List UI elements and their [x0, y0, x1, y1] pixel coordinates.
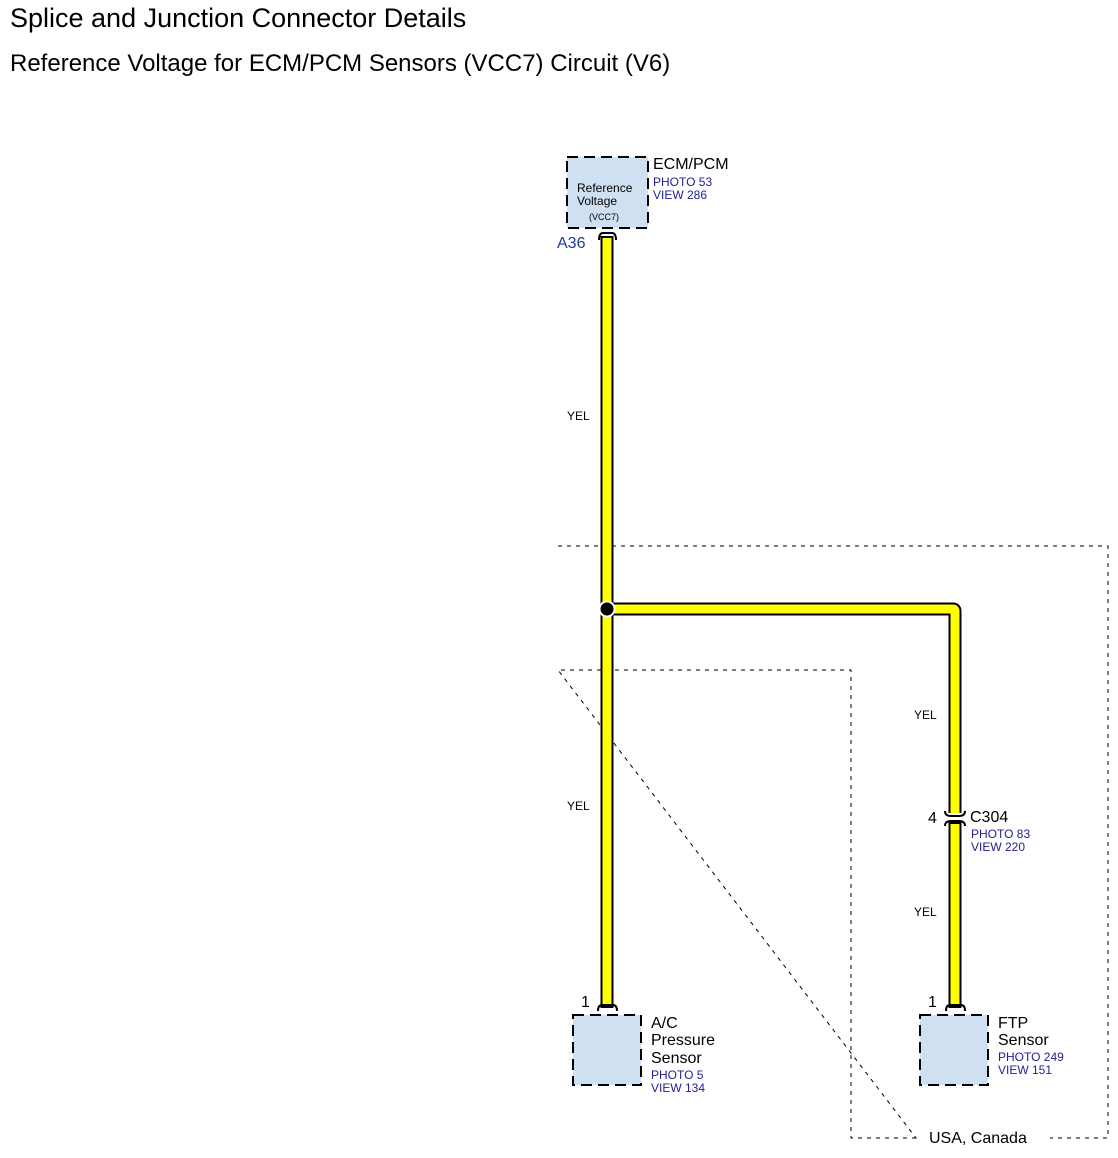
- ftp-sensor-photo-ref[interactable]: PHOTO 249: [998, 1050, 1064, 1064]
- ac-sensor-name-line1: A/C: [651, 1015, 678, 1032]
- ac-sensor-name-line3: Sensor: [651, 1050, 702, 1067]
- ac-sensor-component-box[interactable]: [572, 1014, 642, 1086]
- wire-splice-to-c304-fill: [607, 604, 960, 813]
- c304-name: C304: [970, 809, 1008, 826]
- region-label: USA, Canada: [929, 1130, 1027, 1147]
- page-subtitle: Reference Voltage for ECM/PCM Sensors (V…: [10, 50, 671, 77]
- wire-splice-to-c304-outline[interactable]: [607, 602, 962, 813]
- wire-color-label-1: YEL: [567, 409, 590, 423]
- ftp-sensor-name-line1: FTP: [998, 1015, 1028, 1032]
- ecm-box-label-voltage: Voltage: [577, 194, 617, 208]
- c304-photo-ref[interactable]: PHOTO 83: [971, 827, 1030, 841]
- c304-connector-top[interactable]: [944, 810, 966, 817]
- ftp-sensor-pin-label: 1: [928, 994, 937, 1011]
- wire-ecm-to-ac-sensor[interactable]: [600, 236, 614, 1008]
- ftp-sensor-view-ref[interactable]: VIEW 151: [998, 1063, 1052, 1077]
- ftp-sensor-component-box[interactable]: [919, 1014, 989, 1086]
- c304-view-ref[interactable]: VIEW 220: [971, 840, 1025, 854]
- ecm-component-box[interactable]: [566, 156, 649, 229]
- ecm-box-label-vcc7: (VCC7): [589, 212, 619, 222]
- ftp-sensor-terminal: [945, 1004, 966, 1012]
- ecm-pin-label: A36: [557, 235, 586, 252]
- ftp-sensor-name-line2: Sensor: [998, 1032, 1049, 1049]
- c304-pin-label: 4: [928, 810, 937, 827]
- c304-connector-bottom[interactable]: [944, 820, 966, 827]
- ecm-box-label-reference: Reference: [577, 181, 633, 195]
- ecm-view-ref[interactable]: VIEW 286: [653, 188, 707, 202]
- ac-sensor-terminal: [597, 1004, 618, 1012]
- wire-color-label-3: YEL: [914, 708, 937, 722]
- ecm-name: ECM/PCM: [653, 156, 729, 173]
- wire-color-label-2: YEL: [567, 799, 590, 813]
- ac-sensor-view-ref[interactable]: VIEW 134: [651, 1081, 705, 1095]
- ac-sensor-pin-label: 1: [581, 994, 590, 1011]
- ecm-terminal: [598, 232, 617, 241]
- ecm-photo-ref[interactable]: PHOTO 53: [653, 175, 712, 189]
- ac-sensor-photo-ref[interactable]: PHOTO 5: [651, 1068, 704, 1082]
- page-title: Splice and Junction Connector Details: [10, 3, 467, 33]
- splice-point[interactable]: [598, 600, 616, 618]
- wire-c304-to-ftp-sensor[interactable]: [948, 822, 962, 1008]
- ac-sensor-name-line2: Pressure: [651, 1032, 715, 1049]
- region-boundary: [556, 545, 1109, 1139]
- wire-color-label-4: YEL: [914, 905, 937, 919]
